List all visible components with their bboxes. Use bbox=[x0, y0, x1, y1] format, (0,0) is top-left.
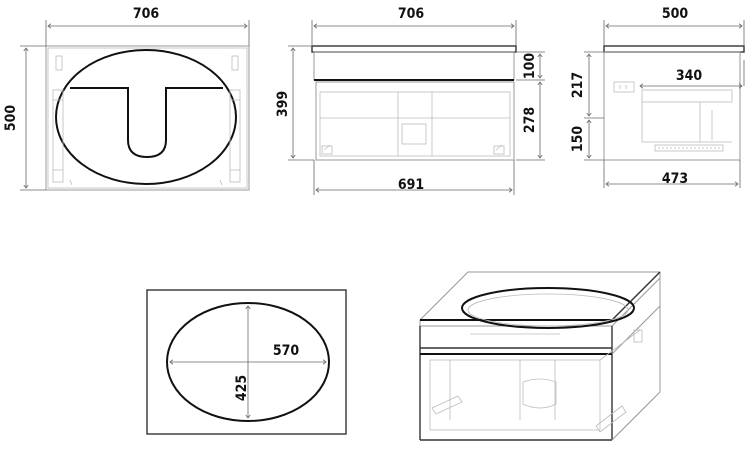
isometric-view bbox=[419, 271, 661, 441]
front-width-label: 706 bbox=[398, 6, 425, 22]
side-lower-label: 150 bbox=[570, 126, 586, 153]
side-inner-depth-label: 473 bbox=[662, 171, 688, 187]
side-depth-label: 500 bbox=[662, 6, 689, 22]
side-view: 500 340 473 217 150 bbox=[570, 6, 745, 188]
basin-length-label: 570 bbox=[273, 343, 300, 359]
top-width-label: 706 bbox=[133, 6, 160, 22]
basin-plan: 570 425 bbox=[146, 289, 347, 435]
top-depth-label: 500 bbox=[3, 105, 19, 132]
front-height-label: 399 bbox=[275, 91, 291, 117]
front-drawer-label: 278 bbox=[522, 107, 538, 133]
front-inner-width-label: 691 bbox=[398, 177, 424, 193]
side-upper-label: 217 bbox=[570, 72, 586, 98]
front-drawer-top-label: 100 bbox=[522, 53, 538, 80]
front-view: 706 691 399 100 278 bbox=[275, 6, 545, 195]
basin-width-label: 425 bbox=[234, 375, 250, 401]
top-view: 706 500 bbox=[3, 6, 250, 191]
side-drawer-depth-label: 340 bbox=[676, 68, 703, 84]
